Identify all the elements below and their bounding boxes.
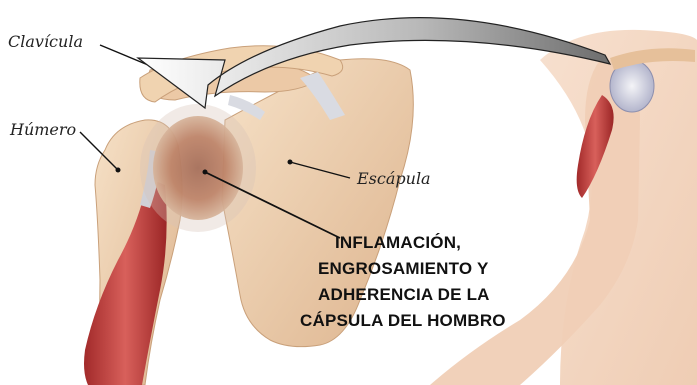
scapula-label: Escápula [356,169,431,188]
humerus-label: Húmero [9,120,76,139]
callout-line-2: ENGROSAMIENTO Y [318,259,489,278]
callout-line-4: CÁPSULA DEL HOMBRO [300,311,506,330]
humerus-pointer-dot [116,168,121,173]
shoulder-anatomy [80,45,413,385]
callout-line-3: ADHERENCIA DE LA [318,285,490,304]
clavicle-label: Clavícula [8,32,83,51]
capsule-pointer-dot [203,170,208,175]
body-figure [430,30,697,385]
scapula-pointer-dot [288,160,293,165]
capsule-haze [140,104,256,232]
callout-line-1: INFLAMACIÓN, [335,233,461,252]
